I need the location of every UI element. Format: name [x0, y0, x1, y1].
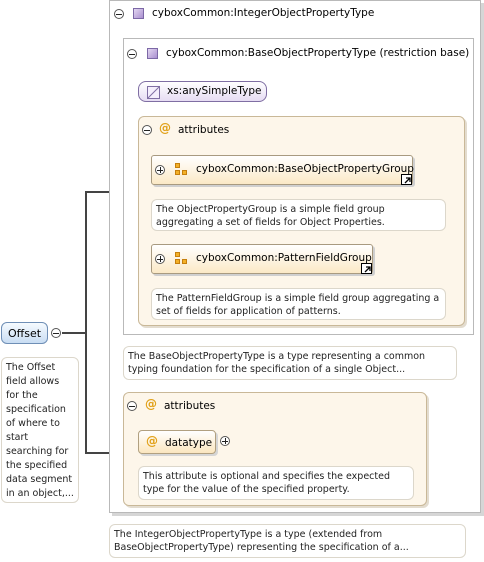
- link-arrow-icon[interactable]: [361, 263, 372, 274]
- base-type-description: The BaseObjectPropertyType is a type rep…: [123, 346, 457, 380]
- link-arrow-icon[interactable]: [401, 174, 412, 185]
- datatype-attribute[interactable]: @ datatype: [138, 430, 216, 454]
- attribute-at-icon: @: [145, 397, 157, 411]
- collapse-toggle-icon[interactable]: [51, 328, 61, 338]
- group-base-object-property-title: cyboxCommon:BaseObjectPropertyGroup: [196, 163, 414, 175]
- collapse-toggle-icon[interactable]: [114, 9, 124, 19]
- expand-toggle-icon[interactable]: [155, 254, 165, 264]
- type-icon: [133, 8, 144, 19]
- expand-toggle-icon[interactable]: [155, 165, 165, 175]
- group-pattern-field-title: cyboxCommon:PatternFieldGroup: [196, 252, 372, 264]
- simple-type-label: xs:anySimpleType: [167, 85, 262, 97]
- collapse-toggle-icon[interactable]: [127, 401, 137, 411]
- offset-description: The Offset field allows for the specific…: [1, 357, 79, 503]
- simple-type-box[interactable]: xs:anySimpleType: [138, 81, 267, 102]
- attribute-at-icon: @: [146, 434, 158, 448]
- type-icon: [147, 48, 158, 59]
- simple-type-icon: [147, 86, 160, 99]
- collapse-toggle-icon[interactable]: [127, 49, 137, 59]
- datatype-description: This attribute is optional and specifies…: [138, 466, 414, 500]
- group-base-object-property[interactable]: [151, 155, 413, 185]
- expand-toggle-icon[interactable]: [220, 436, 230, 446]
- base-type-title: cyboxCommon:BaseObjectPropertyType (rest…: [166, 47, 470, 59]
- attribute-group-icon: [175, 163, 187, 175]
- attributes-ext-label: attributes: [164, 400, 216, 412]
- attributes-base-label: attributes: [178, 124, 230, 136]
- attribute-at-icon: @: [159, 121, 171, 135]
- group-pattern-field[interactable]: [151, 244, 373, 274]
- offset-label: Offset: [8, 327, 42, 340]
- group-base-object-property-description: The ObjectPropertyGroup is a simple fiel…: [151, 199, 446, 231]
- group-pattern-field-description: The PatternFieldGroup is a simple field …: [151, 288, 446, 320]
- integer-type-description: The IntegerObjectPropertyType is a type …: [109, 524, 466, 558]
- collapse-toggle-icon[interactable]: [142, 125, 152, 135]
- offset-element[interactable]: Offset: [1, 322, 48, 344]
- datatype-label: datatype: [165, 437, 213, 449]
- integer-type-title: cyboxCommon:IntegerObjectPropertyType: [152, 7, 375, 19]
- attribute-group-icon: [175, 252, 187, 264]
